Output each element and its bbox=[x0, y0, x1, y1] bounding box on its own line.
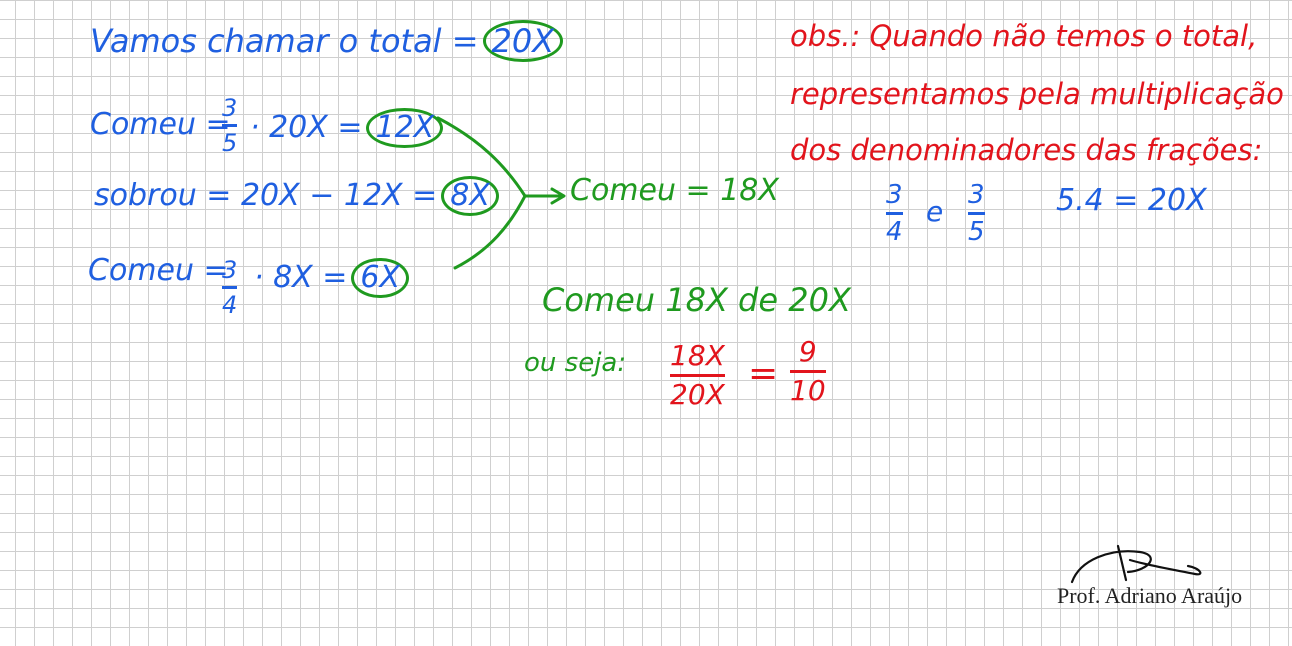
obs-fraction-3-5-num: 3 bbox=[968, 180, 985, 210]
obs-fraction-3-4-bar bbox=[886, 212, 903, 215]
obs-fraction-3-5-bar bbox=[968, 212, 985, 215]
line-comeu-2-label: Comeu = bbox=[88, 253, 229, 288]
signature-name: Prof. Adriano Araújo bbox=[1057, 583, 1243, 608]
line-comeu-2-tail: · 8X =6X bbox=[254, 258, 410, 298]
fraction-18x-20x: 18X 20X bbox=[670, 342, 725, 409]
obs-fraction-3-4-num: 3 bbox=[886, 180, 903, 210]
obs-product: 5.4 = 20X bbox=[1056, 183, 1207, 218]
line-sobrou-text: sobrou = 20X − 12X = bbox=[94, 178, 438, 213]
fraction-9-10: 9 10 bbox=[790, 338, 826, 405]
circled-6x: 6X bbox=[351, 258, 410, 298]
arrow-result-label: Comeu = 18X bbox=[570, 173, 779, 208]
obs-fraction-3-4-den: 4 bbox=[886, 217, 903, 247]
fraction-3-5-num: 3 bbox=[222, 94, 238, 122]
equals-sign: = bbox=[748, 353, 779, 394]
line-sobrou: sobrou = 20X − 12X =8X bbox=[94, 176, 499, 216]
fraction-18x-20x-bar bbox=[670, 374, 725, 377]
circled-12x: 12X bbox=[366, 108, 444, 148]
obs-line-3: dos denominadores das frações: bbox=[790, 133, 1263, 167]
fraction-3-4: 3 4 bbox=[222, 256, 238, 319]
obs-fraction-3-5-den: 5 bbox=[968, 217, 985, 247]
line-comeu-1-tail-text: · 20X = bbox=[250, 110, 363, 145]
circled-total: 20X bbox=[482, 20, 564, 62]
fraction-3-4-bar bbox=[222, 286, 238, 289]
fraction-3-5: 3 5 bbox=[222, 94, 238, 157]
fraction-9-10-bar bbox=[790, 370, 826, 373]
fraction-18x-20x-den: 20X bbox=[670, 378, 725, 411]
ou-seja-label: ou seja: bbox=[524, 348, 627, 378]
fraction-9-10-den: 10 bbox=[790, 374, 826, 407]
obs-fraction-3-5: 3 5 bbox=[968, 182, 985, 245]
line-comeu-1-tail: · 20X =12X bbox=[250, 108, 444, 148]
fraction-3-4-num: 3 bbox=[222, 256, 238, 284]
line-total-text: Vamos chamar o total = bbox=[90, 22, 479, 60]
line-comeu-2-tail-text: · 8X = bbox=[254, 260, 348, 295]
fraction-3-4-den: 4 bbox=[222, 291, 238, 319]
fraction-18x-20x-num: 18X bbox=[670, 339, 725, 372]
fraction-3-5-bar bbox=[222, 124, 238, 127]
comeu-summary: Comeu 18X de 20X bbox=[542, 281, 851, 319]
arrow-head bbox=[550, 187, 566, 205]
fraction-3-5-den: 5 bbox=[222, 129, 238, 157]
line-total: Vamos chamar o total =20X bbox=[90, 20, 564, 62]
obs-fraction-3-4: 3 4 bbox=[886, 182, 903, 245]
line-comeu-1-label: Comeu = bbox=[90, 107, 231, 142]
fraction-9-10-num: 9 bbox=[798, 335, 817, 368]
obs-line-1: obs.: Quando não temos o total, bbox=[790, 19, 1258, 53]
obs-line-2: representamos pela multiplicação bbox=[790, 77, 1284, 111]
circled-8x: 8X bbox=[441, 176, 499, 216]
obs-connector: e bbox=[926, 195, 944, 228]
